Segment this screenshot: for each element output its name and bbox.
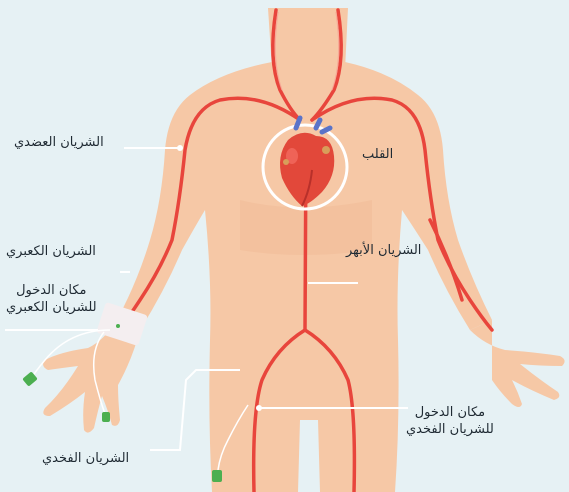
label-brachial-artery: الشريان العضدي [14, 134, 104, 151]
label-femoral-access: مكان الدخول للشريان الفخدي [406, 404, 494, 438]
label-radial-access: مكان الدخول للشريان الكعبري [6, 282, 97, 316]
label-heart: القلب [362, 146, 393, 163]
brachial-marker [177, 145, 183, 151]
label-radial-artery: الشريان الكعبري [6, 243, 96, 260]
label-radial-access-line1: مكان الدخول [6, 282, 97, 299]
label-femoral-artery: الشريان الفخدي [42, 450, 129, 467]
label-femoral-access-line1: مكان الدخول [406, 404, 494, 421]
label-radial-access-line2: للشريان الكعبري [6, 299, 97, 316]
label-aorta: الشريان الأبهر [346, 242, 421, 259]
label-femoral-access-line2: للشريان الفخدي [406, 421, 494, 438]
femoral-access-marker [256, 405, 262, 411]
